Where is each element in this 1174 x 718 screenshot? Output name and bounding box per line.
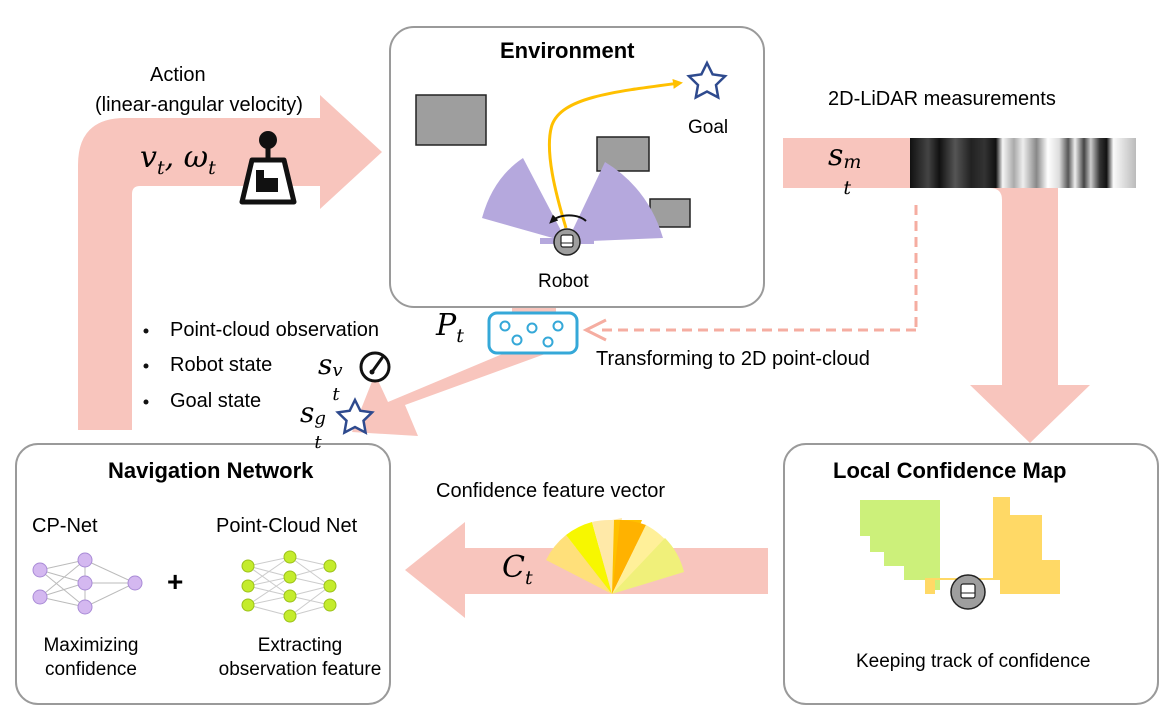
navigation-network-box [15,443,391,705]
cpnet-label: CP-Net [32,515,98,537]
local-map-title: Local Confidence Map [833,458,1067,483]
lidar-arrow [783,138,1090,443]
action-symbol: vt, ωt [140,140,216,179]
observation-arrow [352,308,556,436]
transform-arrowhead [582,318,607,342]
robot-label: Robot [538,271,589,292]
robot-icon [553,228,581,256]
goal-label: Goal [688,117,729,138]
pcnet-label: Point-Cloud Net [216,515,358,537]
rotation-arrow-icon [549,214,587,224]
transform-label: Transforming to 2D point-cloud [596,348,870,370]
goal-state-star-icon [335,397,375,435]
action-subtitle: (linear-angular velocity) [95,94,303,116]
lidar-scan-strip [910,138,1136,188]
goal-star-icon [686,60,728,100]
action-arrow [78,95,382,430]
confidence-vector-symbol: Ct [502,550,533,589]
pointcloud-net-network-icon [241,550,337,623]
confidence-fan-icon [546,518,684,594]
bullet [143,363,149,369]
obstacle [415,94,487,146]
plus-sign: + [167,566,184,597]
confidence-region-green [860,500,940,590]
navigation-title: Navigation Network [108,458,314,483]
confidence-vector-title: Confidence feature vector [436,480,666,502]
sensor-field-left [482,158,567,242]
pointcloud-symbol: Pt [436,308,464,347]
observation-item-robot-state: Robot state [170,354,273,376]
pcnet-description: Extracting observation feature [218,635,382,680]
observation-item-goal-state: Goal state [170,390,262,412]
environment-title: Environment [500,38,635,63]
local-map-description: Keeping track of confidence [856,651,1091,672]
action-title: Action [150,64,206,86]
speedometer-icon [359,351,391,383]
joystick-icon [239,131,297,205]
cpnet-description: Maximizing confidence [43,635,139,680]
sensor-field-right [567,162,663,242]
pointcloud-icon [487,311,579,355]
confidence-region-yellow [925,497,1060,594]
cpnet-network-icon [32,552,143,615]
bullet [143,328,149,334]
lidar-title: 2D-LiDAR measurements [828,88,1056,110]
bullet [143,399,149,405]
observation-item-pointcloud: Point-cloud observation [170,319,380,341]
robot-path [547,78,683,229]
map-robot-icon [950,574,986,610]
